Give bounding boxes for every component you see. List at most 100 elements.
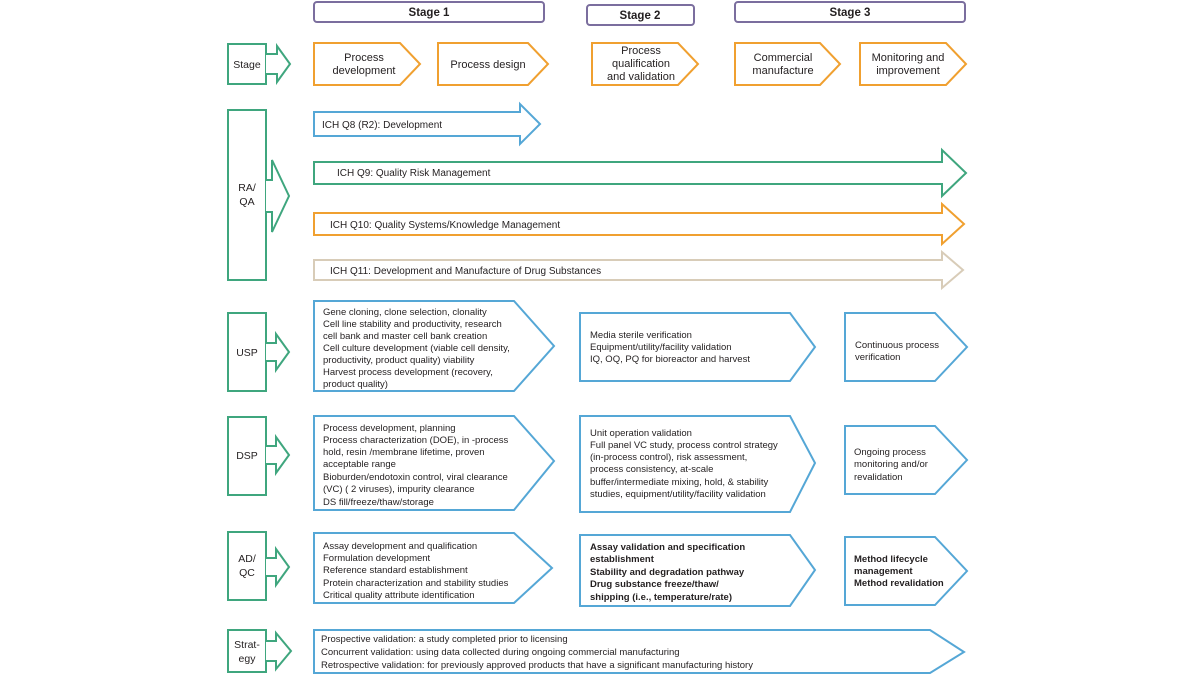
- svg-text:Process development, planning: Process development, planning: [323, 423, 456, 434]
- svg-text:Formulation development: Formulation development: [323, 553, 431, 564]
- svg-text:ICH Q10: Quality Systems/Knowl: ICH Q10: Quality Systems/Knowledge Manag…: [330, 220, 560, 231]
- svg-text:Drug substance freeze/thaw/: Drug substance freeze/thaw/: [590, 579, 719, 590]
- svg-text:qualification: qualification: [612, 58, 670, 70]
- stage-step-process-qualification: Process qualification and validation: [591, 42, 700, 86]
- svg-text:Unit operation validation: Unit operation validation: [590, 428, 692, 439]
- svg-text:Commercial: Commercial: [754, 52, 813, 64]
- row-raqa: RA/ QA ICH Q8 (R2): Development ICH Q9: …: [227, 101, 968, 291]
- adqc-stage3-box: Method lifecycle management Method reval…: [844, 536, 969, 606]
- svg-text:revalidation: revalidation: [854, 472, 903, 483]
- svg-text:Assay development and qualific: Assay development and qualification: [323, 541, 477, 552]
- svg-text:IQ, OQ, PQ for bioreactor and: IQ, OQ, PQ for bioreactor and harvest: [590, 354, 750, 365]
- adqc-stage1-box: Assay development and qualification Form…: [313, 532, 554, 604]
- svg-text:Media sterile verification: Media sterile verification: [590, 330, 692, 341]
- row-label-dsp: DSP: [227, 416, 291, 496]
- svg-text:Process design: Process design: [450, 59, 525, 71]
- svg-text:egy: egy: [239, 653, 257, 665]
- usp-stage3-box: Continuous process verification: [844, 312, 969, 382]
- row-label-stage: Stage: [227, 42, 292, 86]
- svg-text:studies, equipment/utility/fac: studies, equipment/utility/facility vali…: [590, 489, 766, 500]
- svg-text:Stability and degradation path: Stability and degradation pathway: [590, 567, 745, 578]
- row-stage: Stage Process development Process design…: [227, 42, 968, 86]
- stage-step-process-development: Process development: [313, 42, 422, 86]
- guideline-arrow-q11: ICH Q11: Development and Manufacture of …: [313, 249, 965, 291]
- svg-text:Strat-: Strat-: [234, 639, 260, 651]
- row-label-strategy: Strat- egy: [227, 629, 293, 673]
- stage-header-3: Stage 3: [734, 1, 966, 23]
- stage-header-2-label: Stage 2: [620, 10, 661, 22]
- svg-text:Process characterization (DOE): Process characterization (DOE), in -proc…: [323, 435, 509, 446]
- guideline-arrow-q9: ICH Q9: Quality Risk Management: [313, 147, 968, 199]
- svg-text:hold, resin /membrane lifetime: hold, resin /membrane lifetime, proven: [323, 447, 485, 458]
- row-adqc: AD/ QC Assay development and qualificati…: [227, 531, 969, 607]
- svg-text:ICH Q9: Quality Risk Managemen: ICH Q9: Quality Risk Management: [337, 168, 491, 179]
- svg-text:Equipment/utility/facility val: Equipment/utility/facility validation: [590, 342, 732, 353]
- row-usp: USP Gene cloning, clone selection, clona…: [227, 300, 969, 392]
- svg-text:Full panel VC study, process c: Full panel VC study, process control str…: [590, 440, 778, 451]
- svg-text:QA: QA: [239, 196, 254, 208]
- svg-text:Gene cloning, clone selection,: Gene cloning, clone selection, clonality: [323, 307, 487, 318]
- stage-header-1: Stage 1: [313, 1, 545, 23]
- stage-header-2: Stage 2: [586, 4, 695, 26]
- svg-text:ICH Q8 (R2): Development: ICH Q8 (R2): Development: [322, 120, 442, 131]
- svg-text:Ongoing process: Ongoing process: [854, 447, 926, 458]
- row-dsp: DSP Process development, planning Proces…: [227, 415, 969, 513]
- adqc-stage2-box: Assay validation and specification estab…: [579, 534, 817, 607]
- svg-text:verification: verification: [855, 352, 900, 363]
- svg-text:Harvest process development (r: Harvest process development (recovery,: [323, 367, 493, 378]
- svg-text:Critical quality attribute ide: Critical quality attribute identificatio…: [323, 590, 475, 601]
- svg-text:productivity, product quality): productivity, product quality) viability: [323, 355, 475, 366]
- usp-stage2-box: Media sterile verification Equipment/uti…: [579, 312, 817, 382]
- svg-text:Reference standard establishme: Reference standard establishment: [323, 565, 468, 576]
- svg-text:Method lifecycle: Method lifecycle: [854, 554, 928, 565]
- svg-text:Process: Process: [344, 52, 384, 64]
- dsp-stage2-box: Unit operation validation Full panel VC …: [579, 415, 817, 513]
- svg-text:Assay validation and specifica: Assay validation and specification: [590, 542, 745, 553]
- svg-text:Monitoring and: Monitoring and: [872, 52, 945, 64]
- svg-text:QC: QC: [239, 567, 255, 579]
- svg-text:improvement: improvement: [876, 65, 940, 77]
- svg-text:Concurrent validation: using d: Concurrent validation: using data collec…: [321, 647, 680, 658]
- svg-text:(VC) ( 2 viruses), impurity cl: (VC) ( 2 viruses), impurity clearance: [323, 484, 475, 495]
- svg-text:Process: Process: [621, 45, 661, 57]
- stage-step-monitoring: Monitoring and improvement: [859, 42, 968, 86]
- svg-text:product quality): product quality): [323, 379, 388, 390]
- guideline-arrow-q10: ICH Q10: Quality Systems/Knowledge Manag…: [313, 201, 966, 247]
- strategy-box: Prospective validation: a study complete…: [313, 629, 966, 674]
- svg-text:Method revalidation: Method revalidation: [854, 578, 944, 589]
- svg-text:AD/: AD/: [238, 553, 256, 565]
- svg-text:Protein characterization and s: Protein characterization and stability s…: [323, 578, 509, 589]
- svg-text:cell bank and master cell ban: cell bank and master cell bank creation: [323, 331, 487, 342]
- svg-text:monitoring and/or: monitoring and/or: [854, 459, 928, 470]
- svg-text:USP: USP: [236, 347, 258, 359]
- stage-step-commercial-manufacture: Commercial manufacture: [734, 42, 842, 86]
- row-label-stage-text: Stage: [233, 59, 261, 71]
- usp-stage1-box: Gene cloning, clone selection, clonality…: [313, 300, 556, 392]
- svg-text:ICH Q11: Development and Manuf: ICH Q11: Development and Manufacture of …: [330, 266, 601, 277]
- svg-text:Retrospective validation: for: Retrospective validation: for previously…: [321, 660, 753, 671]
- row-label-usp: USP: [227, 312, 291, 392]
- svg-text:process consistency, at-scale: process consistency, at-scale: [590, 464, 713, 475]
- dsp-stage3-box: Ongoing process monitoring and/or revali…: [844, 425, 969, 495]
- svg-text:Bioburden/endotoxin control,: Bioburden/endotoxin control, viral clear…: [323, 472, 508, 483]
- svg-text:Cell line stability and produc: Cell line stability and productivity, re…: [323, 319, 502, 330]
- svg-text:DS fill/freeze/thaw/storage: DS fill/freeze/thaw/storage: [323, 497, 434, 508]
- svg-text:management: management: [854, 566, 913, 577]
- svg-text:Continuous process: Continuous process: [855, 340, 939, 351]
- svg-text:development: development: [333, 65, 396, 77]
- svg-text:and validation: and validation: [607, 71, 675, 83]
- svg-text:DSP: DSP: [236, 450, 258, 462]
- svg-text:buffer/intermediate mixing, ho: buffer/intermediate mixing, hold, & stab…: [590, 477, 769, 488]
- svg-text:manufacture: manufacture: [752, 65, 813, 77]
- svg-text:Prospective validation: a stud: Prospective validation: a study complete…: [321, 634, 568, 645]
- svg-text:establishment: establishment: [590, 554, 655, 565]
- guideline-arrow-q8: ICH Q8 (R2): Development: [313, 101, 542, 147]
- svg-text:Cell culture development (viab: Cell culture development (viable cell de…: [323, 343, 510, 354]
- row-label-raqa: RA/ QA: [227, 109, 291, 281]
- svg-text:RA/: RA/: [238, 182, 256, 194]
- svg-text:acceptable range: acceptable range: [323, 459, 396, 470]
- stage-header-3-label: Stage 3: [830, 7, 871, 19]
- svg-text:shipping (i.e., temperature/ra: shipping (i.e., temperature/rate): [590, 592, 732, 603]
- stage-header-1-label: Stage 1: [409, 7, 451, 19]
